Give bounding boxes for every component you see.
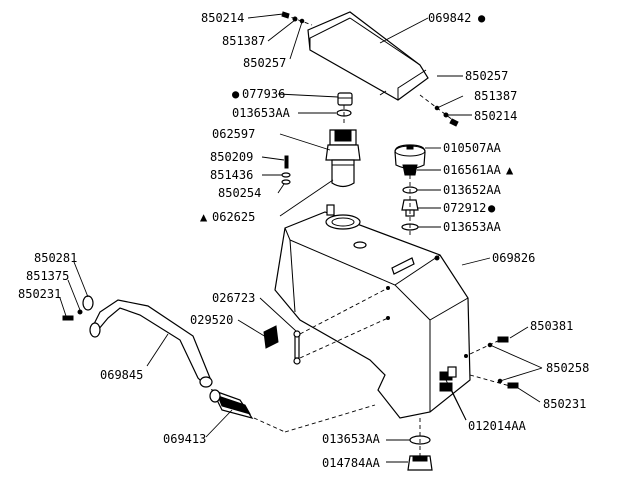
marker-dot-077936: ● bbox=[232, 87, 240, 101]
label-850257-top: 850257 bbox=[243, 56, 286, 70]
fuel-tank-069826 bbox=[274, 204, 471, 419]
label-850257-right: 850257 bbox=[465, 69, 508, 83]
washer-850254 bbox=[281, 179, 291, 185]
label-850281: 850281 bbox=[34, 251, 77, 265]
label-013652aa: 013652AA bbox=[443, 183, 502, 197]
bolt-850231-right bbox=[507, 382, 519, 389]
label-010507aa: 010507AA bbox=[443, 141, 502, 155]
label-851387-top: 851387 bbox=[222, 34, 265, 48]
leader-lines bbox=[59, 13, 543, 463]
filter-assembly-062597 bbox=[325, 129, 361, 188]
label-850209: 850209 bbox=[210, 150, 253, 164]
valve-016561aa bbox=[402, 164, 418, 176]
part-labels: 850214 851387 850257 069842 ● ● 077936 0… bbox=[18, 11, 589, 470]
label-069413: 069413 bbox=[163, 432, 206, 446]
label-850254: 850254 bbox=[218, 186, 261, 200]
washer-851436 bbox=[281, 172, 291, 178]
marker-triangle-062625: ▲ bbox=[200, 210, 208, 224]
label-069842: 069842 bbox=[428, 11, 471, 25]
marker-triangle-016561aa: ▲ bbox=[506, 163, 514, 177]
label-850258: 850258 bbox=[546, 361, 589, 375]
label-850381: 850381 bbox=[530, 319, 573, 333]
label-072912: 072912 bbox=[443, 201, 486, 215]
label-012014aa: 012014AA bbox=[468, 419, 527, 433]
label-851387-right: 851387 bbox=[474, 89, 517, 103]
cover-part bbox=[307, 11, 429, 101]
label-069826: 069826 bbox=[492, 251, 535, 265]
label-850231-right: 850231 bbox=[543, 397, 586, 411]
label-062597: 062597 bbox=[212, 127, 255, 141]
label-850214-top: 850214 bbox=[201, 11, 244, 25]
nut-851375 bbox=[77, 309, 83, 315]
label-029520: 029520 bbox=[190, 313, 233, 327]
label-062625: 062625 bbox=[212, 210, 255, 224]
bracket-026723 bbox=[293, 330, 301, 365]
label-851436: 851436 bbox=[210, 168, 253, 182]
bolt-850231-left bbox=[62, 315, 74, 321]
label-077936: 077936 bbox=[242, 87, 285, 101]
hose-069845 bbox=[89, 299, 213, 388]
label-013653aa-top: 013653AA bbox=[232, 106, 291, 120]
drain-plug-014784aa bbox=[407, 455, 433, 471]
clamp-850281 bbox=[82, 295, 94, 311]
marker-dot-069842: ● bbox=[478, 11, 486, 25]
label-850231-left: 850231 bbox=[18, 287, 61, 301]
label-016561aa: 016561AA bbox=[443, 163, 502, 177]
marker-dot-072912: ● bbox=[488, 201, 496, 215]
screw-850209 bbox=[284, 155, 289, 169]
label-014784aa: 014784AA bbox=[322, 456, 381, 470]
label-851375: 851375 bbox=[26, 269, 69, 283]
label-013653aa-bottom: 013653AA bbox=[322, 432, 381, 446]
label-013653aa-mid: 013653AA bbox=[443, 220, 502, 234]
bolt-850381 bbox=[497, 336, 509, 343]
label-850214-right: 850214 bbox=[474, 109, 517, 123]
pad-029520 bbox=[263, 325, 279, 349]
label-026723: 026723 bbox=[212, 291, 255, 305]
filter-cap-077936 bbox=[337, 92, 353, 106]
inline-filter-069413 bbox=[209, 388, 254, 419]
label-069845: 069845 bbox=[100, 368, 143, 382]
